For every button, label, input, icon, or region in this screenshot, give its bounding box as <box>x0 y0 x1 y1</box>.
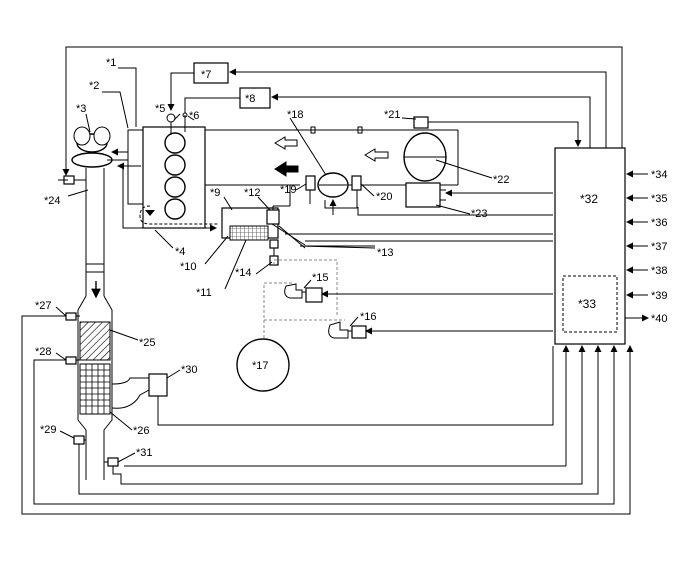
component-21 <box>413 116 429 129</box>
label-27: *27 <box>35 300 52 312</box>
label-26: *26 <box>133 425 150 437</box>
label-3: *3 <box>76 103 86 115</box>
intake-duct <box>205 126 459 186</box>
label-18: *18 <box>287 109 304 121</box>
label-37: *37 <box>651 241 668 253</box>
label-8: *8 <box>245 93 255 105</box>
label-23: *23 <box>471 208 488 220</box>
label-14: *14 <box>235 267 252 279</box>
label-30: *30 <box>181 364 198 376</box>
label-10: *10 <box>180 261 197 273</box>
label-34: *34 <box>651 169 668 181</box>
label-38: *38 <box>651 265 668 277</box>
label-9: *9 <box>210 187 220 199</box>
label-4: *4 <box>175 246 185 258</box>
label-29: *29 <box>40 424 57 436</box>
component-20 <box>351 175 362 191</box>
label-21: *21 <box>384 109 401 121</box>
top-wires <box>62 46 623 176</box>
component-8 <box>184 87 271 113</box>
label-15: *15 <box>312 272 329 284</box>
label-1: *1 <box>106 57 116 69</box>
component-30 <box>111 346 554 426</box>
label-12: *12 <box>244 187 261 199</box>
label-13: *13 <box>377 247 394 259</box>
label-5: *5 <box>155 103 165 115</box>
exhaust-pipe <box>77 168 113 480</box>
bottom-wires <box>21 179 634 515</box>
engine-block <box>127 112 206 229</box>
label-6: *6 <box>189 110 199 122</box>
egr-wires <box>285 207 553 242</box>
label-40: *40 <box>651 313 668 325</box>
label-33: *33 <box>578 297 596 311</box>
vacuum-system <box>236 259 553 392</box>
label-19: *19 <box>280 184 297 196</box>
label-7: *7 <box>201 69 211 81</box>
labels: *1 *2 *3 *4 *5 *6 *7 *8 *9 *10 *11 *12 *… <box>35 57 668 459</box>
label-39: *39 <box>651 290 668 302</box>
turbocharger <box>71 126 141 170</box>
egr-cooler <box>221 185 375 266</box>
label-20: *20 <box>376 191 393 203</box>
exhaust-sensors <box>58 175 119 467</box>
component-7 <box>167 62 229 111</box>
label-36: *36 <box>651 217 668 229</box>
label-16: *16 <box>360 311 377 323</box>
label-35: *35 <box>651 193 668 205</box>
label-28: *28 <box>35 346 52 358</box>
component-23 <box>405 182 553 208</box>
label-17: *17 <box>252 360 269 372</box>
label-31: *31 <box>136 447 153 459</box>
label-22: *22 <box>493 174 510 186</box>
component-22 <box>403 132 447 182</box>
label-32: *32 <box>580 192 598 206</box>
component-18 <box>317 172 349 215</box>
ecu-box <box>554 147 626 345</box>
ecu-bottom-arrows <box>124 345 570 467</box>
label-2: *2 <box>89 80 99 92</box>
label-24: *24 <box>44 195 61 207</box>
label-25: *25 <box>139 337 156 349</box>
label-11: *11 <box>196 287 212 299</box>
egr-path <box>122 166 218 232</box>
component-19 <box>305 175 316 191</box>
ecu-input-arrows <box>625 170 649 322</box>
leader-lines <box>55 67 493 463</box>
